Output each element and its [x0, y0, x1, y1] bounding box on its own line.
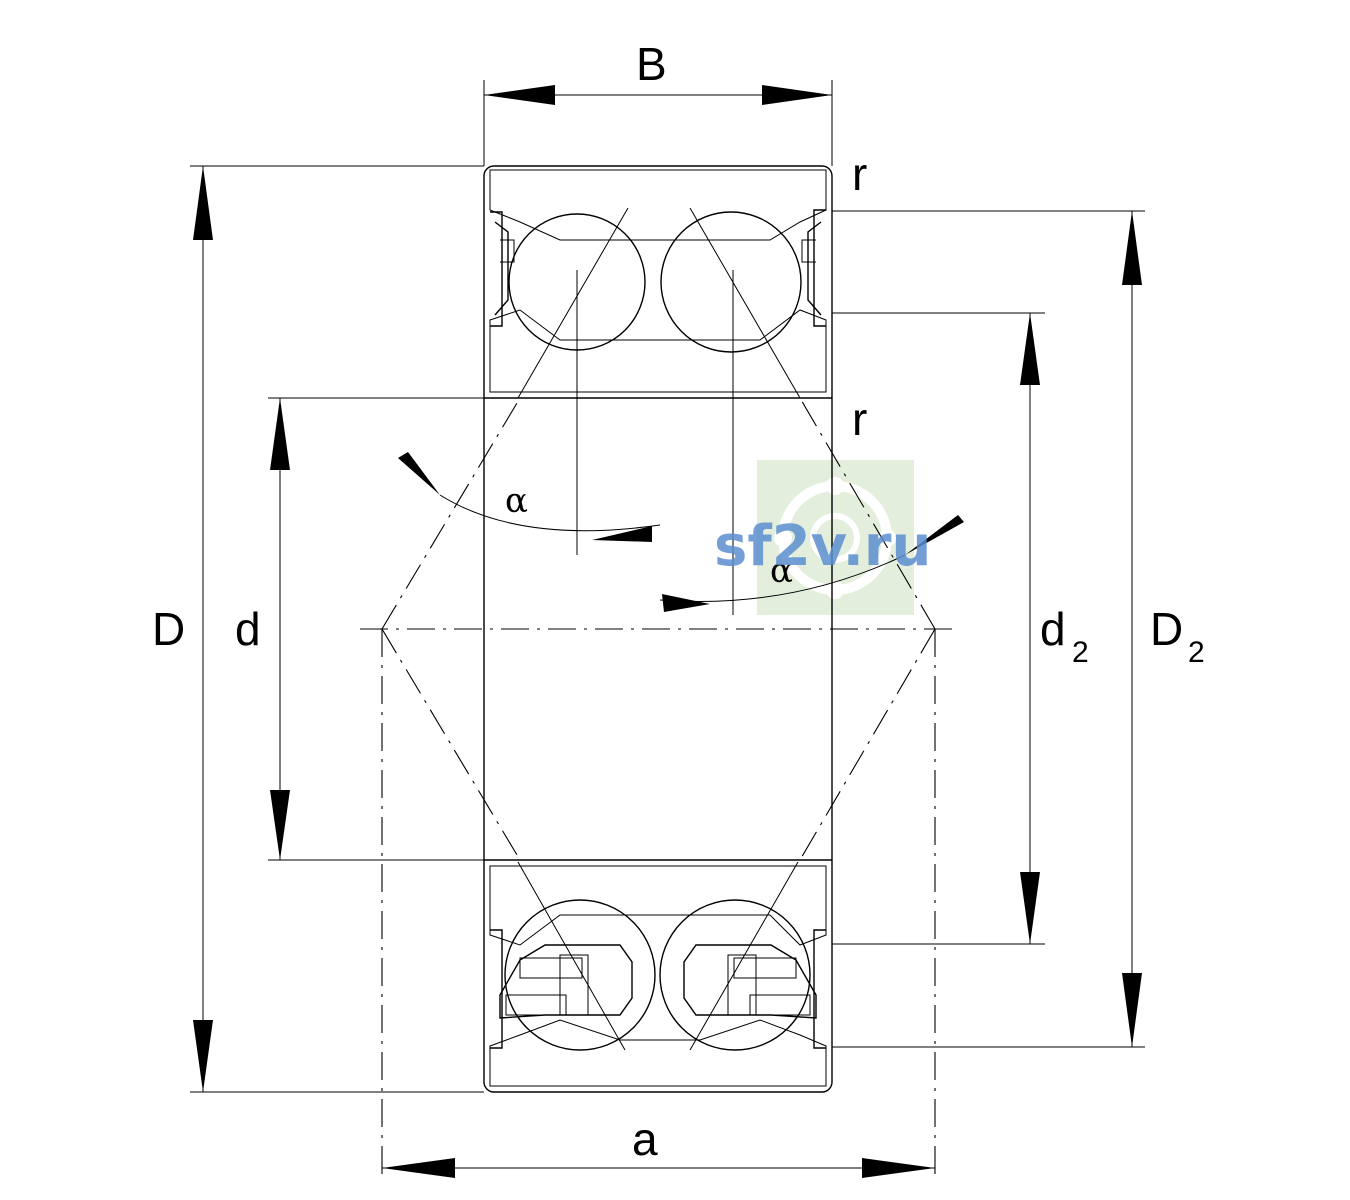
bottom-section — [489, 861, 827, 1087]
dimension-B — [483, 80, 833, 166]
label-d: d — [235, 603, 261, 655]
dimension-a — [382, 1158, 935, 1178]
dimension-D2 — [832, 210, 1145, 1048]
dimension-d — [268, 397, 484, 861]
label-D2-subscript: 2 — [1188, 636, 1205, 669]
center-geometry — [360, 397, 955, 1180]
label-alpha-left: α — [505, 481, 528, 521]
dimension-D — [190, 165, 484, 1093]
label-alpha-right: α — [770, 551, 793, 591]
label-r-mid: r — [852, 393, 867, 445]
label-r-top: r — [852, 148, 867, 200]
label-a: a — [632, 1113, 658, 1165]
label-B: B — [636, 38, 667, 90]
top-section — [489, 169, 827, 615]
label-D: D — [152, 603, 185, 655]
label-d2: d — [1040, 603, 1066, 655]
label-d2-subscript: 2 — [1072, 636, 1089, 669]
label-D2: D — [1150, 603, 1183, 655]
dimension-d2 — [832, 312, 1045, 945]
alpha-arcs — [398, 452, 964, 612]
watermark-logo — [757, 460, 914, 615]
watermark-text: sf2v.ru — [714, 514, 931, 579]
